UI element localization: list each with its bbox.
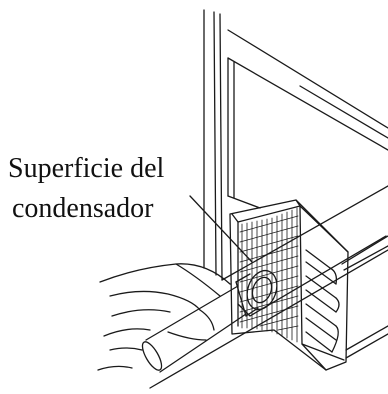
callout-label-line1: Superficie del <box>8 153 165 184</box>
callout-leader-line <box>189 195 253 263</box>
floor-lines <box>149 185 388 389</box>
condenser-frame <box>229 199 349 371</box>
condenser-coil <box>305 235 388 359</box>
rear-panel <box>227 29 388 209</box>
vacuum-brush <box>141 269 278 373</box>
cabinet-side-wall <box>203 9 223 281</box>
condenser-grille <box>239 207 299 343</box>
hand <box>97 263 231 371</box>
callout-label-line2: condensador <box>12 193 154 224</box>
